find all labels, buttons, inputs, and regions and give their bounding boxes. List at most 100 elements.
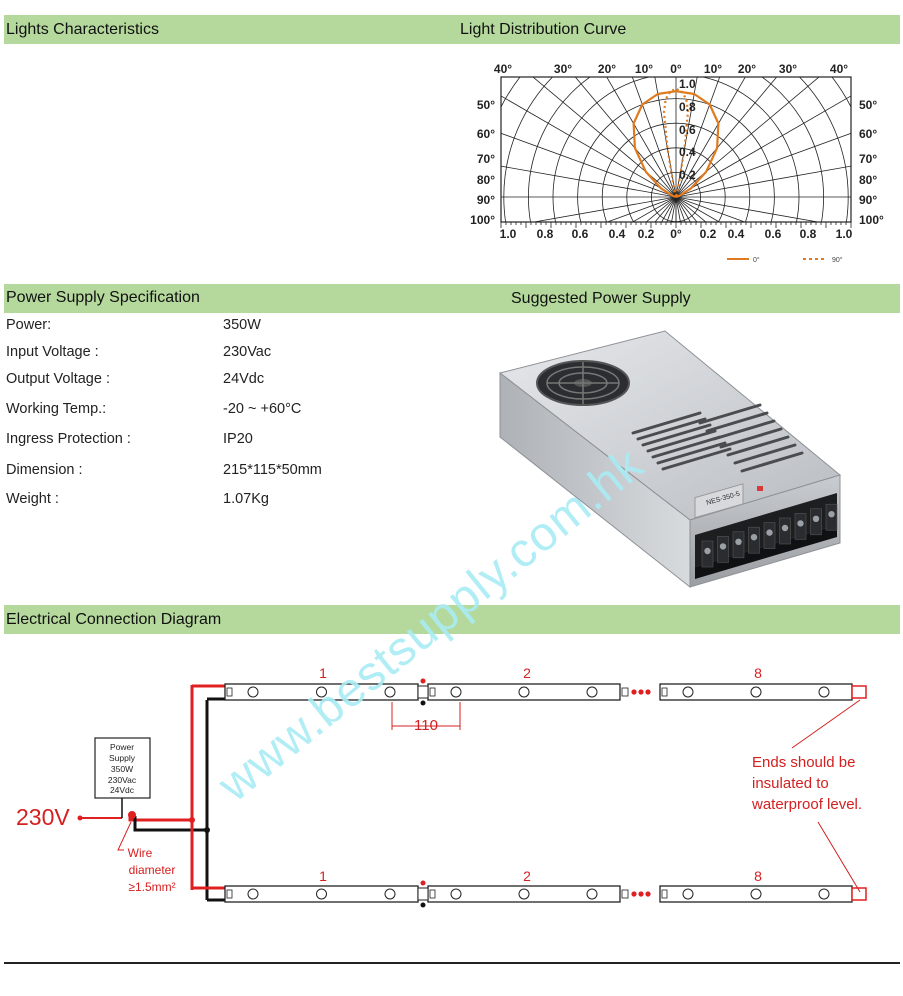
header-bar-power-supply [4,284,900,313]
psu-led-indicator [757,486,763,491]
strip-pad [226,687,233,697]
radial-label: 0.4 [679,145,696,159]
polar-spoke [532,77,677,198]
led-chip [682,888,694,900]
polar-legend: 0° 90° [727,256,843,264]
side-label: 70° [859,152,877,166]
spec-label-ingress-protection: Ingress Protection : [6,431,131,447]
led-chip [518,888,530,900]
continuation-dot [631,689,637,695]
bottom-label: 0.2 [700,227,717,241]
section-title-light-distribution-curve: Light Distribution Curve [460,21,627,38]
joint-dot-black [420,700,426,706]
power-supply-box-text: Power Supply 350W 230Vac 24Vdc [108,742,137,795]
polar-spoke [675,77,778,198]
wire-note: Wire diameter ≥1.5mm² [128,846,176,894]
light-distribution-chart: 40° 30° 20° 10° 0° 10° 20° 30° 40° 50° 6… [470,62,884,264]
section-title-electrical-connection-diagram: Electrical Connection Diagram [6,611,222,628]
top-label: 20° [738,62,756,76]
segment-numbers: 1 2 8 1 2 8 [319,665,762,884]
segment-number-top-2: 2 [523,665,531,681]
bottom-label: 1.0 [836,227,853,241]
segment-number-top-8: 8 [754,665,762,681]
radial-label: 0.6 [679,123,696,137]
strip-pad [429,889,436,899]
dimension-label: 110 [414,717,438,734]
spec-label-output-voltage: Output Voltage : [6,371,110,387]
polar-grid [500,76,852,228]
wire-note-line: Wire [128,846,153,860]
polar-spoke [675,132,851,198]
side-label: 70° [477,152,495,166]
led-strip-row-bottom [224,880,867,908]
polar-spoke [675,196,821,222]
wire-note-line: ≥1.5mm² [128,880,175,894]
terminal-screw-head [812,515,820,522]
polar-spoke [675,165,851,198]
radial-label: 0.2 [679,168,696,182]
legend-label-90deg: 90° [832,256,843,264]
side-label: 100° [859,213,884,227]
polar-series [632,87,720,199]
polar-spoke [501,95,677,198]
continuation-dot [645,689,651,695]
top-label: 30° [554,62,572,76]
segment-number-bottom-2: 2 [523,868,531,884]
terminal-block [695,493,838,579]
dimension-marker [391,702,461,730]
electrical-connection-diagram: Power Supply 350W 230Vac 24Vdc 230V 1 2 … [16,665,867,908]
header-bar-lights [4,15,900,44]
spec-value-input-voltage: 230Vac [223,344,272,360]
polar-spoke [654,77,677,198]
side-label: 80° [477,173,495,187]
segment-number-bottom-8: 8 [754,868,762,884]
section-title-power-supply-specification: Power Supply Specification [6,289,200,306]
vent-slots-right [698,403,804,473]
led-chip [450,686,462,698]
section-title-suggested-power-supply: Suggested Power Supply [511,290,691,307]
terminal-screw-head [735,538,742,545]
power-box-line: 230Vac [108,775,137,785]
terminal-screw-head [766,529,773,536]
top-label: 10° [704,62,722,76]
strip-pad [621,687,629,697]
spec-value-weight: 1.07Kg [223,491,269,507]
top-label: 10° [635,62,653,76]
terminal-screw-head [828,511,835,518]
side-label: 80° [859,173,877,187]
led-chip [818,686,830,698]
segment-number-top-1: 1 [319,665,327,681]
polar-bottom-labels: 1.0 0.8 0.6 0.4 0.2 0° 0.2 0.4 0.6 0.8 1… [500,227,853,241]
ends-note-leader-bottom [817,821,861,893]
polar-spoke [501,132,677,198]
strip-end-cap [851,685,867,699]
bottom-label: 0.4 [609,227,626,241]
output-wire-red [128,816,192,822]
ends-note-leader-top [791,699,861,749]
top-label: 0° [670,62,682,76]
terminal-screw-head [797,520,804,527]
polar-side-labels-left: 50° 60° 70° 80° 90° 100° [470,98,495,227]
strip-pad [226,889,233,899]
polar-top-labels: 40° 30° 20° 10° 0° 10° 20° 30° 40° [494,62,848,76]
segment-number-bottom-1: 1 [319,868,327,884]
continuation-dot [638,891,644,897]
terminal-screw-head [704,547,711,555]
polar-series-0deg [632,90,720,199]
joint-dot-red [420,678,426,684]
polar-spoke [675,196,746,222]
joint-dot-black [420,902,426,908]
led-chip [682,686,694,698]
terminal-screw-head [781,524,789,532]
power-supply-box [94,737,151,799]
power-box-line: 24Vdc [110,785,135,795]
bottom-label: 0.4 [728,227,745,241]
wire-note-leader [117,821,132,851]
led-chip [750,686,762,698]
side-label: 90° [477,193,495,207]
junction-dot [204,827,210,833]
fan-icon [536,360,630,406]
power-box-line: Supply [109,753,136,763]
terminal-screw-head [750,534,758,541]
strip-end-cap [851,887,867,901]
